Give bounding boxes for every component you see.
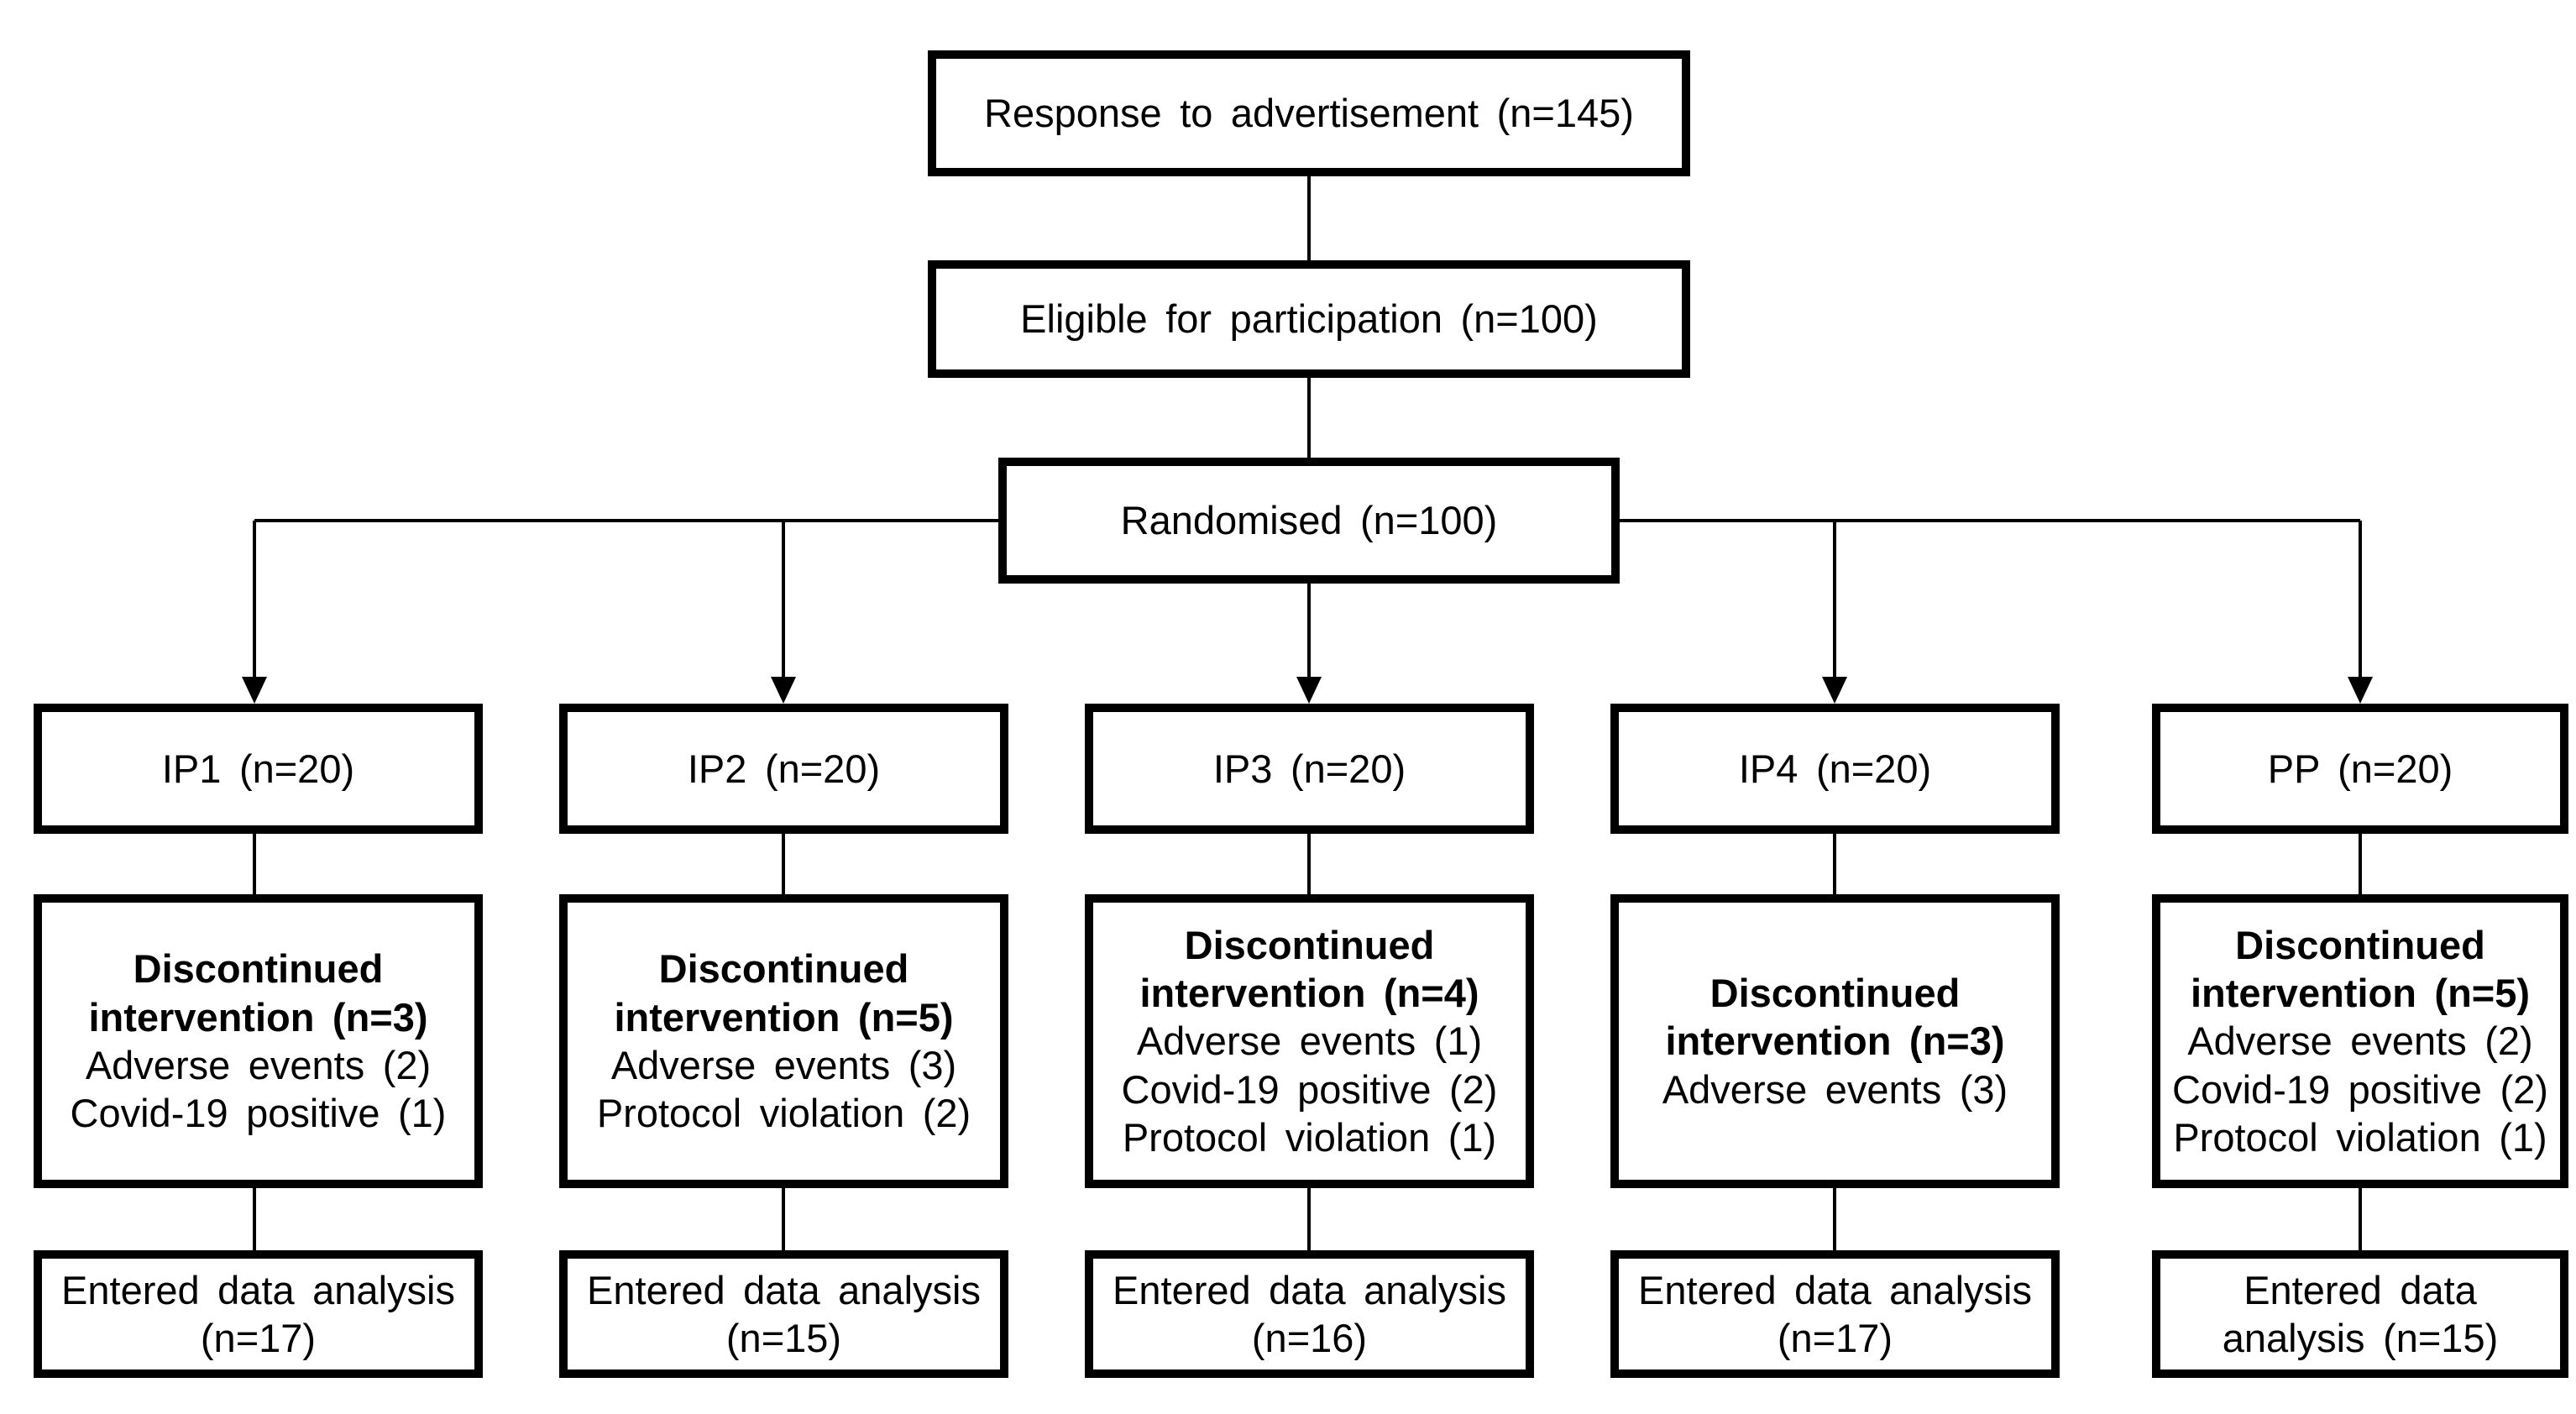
box-eligible-for-participation: Eligible for participation (n=100) [928,260,1690,378]
analysis-pp-label: Entered data analysis (n=15) [2222,1267,2499,1360]
discontinued-ip1-reason: Adverse events (2) [85,1043,432,1087]
discontinued-ip2-reason: Protocol violation (2) [596,1091,971,1136]
box-analysis-pp: Entered data analysis (n=15) [2152,1250,2568,1378]
discontinued-pp-reason: Protocol violation (1) [2173,1114,2547,1160]
box-eligible-label: Eligible for participation (n=100) [1020,296,1598,342]
box-randomised-label: Randomised (n=100) [1120,498,1498,543]
box-discontinued-ip4: Discontinued intervention (n=3) Adverse … [1610,894,2060,1188]
box-analysis-ip3: Entered data analysis (n=16) [1085,1250,1534,1378]
group-ip1-label: IP1 (n=20) [161,746,355,791]
discontinued-ip3-reason: Adverse events (1) [1136,1019,1483,1064]
box-response-to-advertisement: Response to advertisement (n=145) [928,50,1690,176]
group-ip4-label: IP4 (n=20) [1738,746,1932,791]
discontinued-ip1-title: Discontinued intervention (n=3) [88,946,428,1040]
discontinued-ip3-title: Discontinued intervention (n=4) [1139,922,1479,1015]
discontinued-pp-title: Discontinued intervention (n=5) [2190,922,2531,1015]
discontinued-ip4-reason: Adverse events (3) [1662,1066,2008,1112]
box-analysis-ip2: Entered data analysis (n=15) [559,1250,1008,1378]
analysis-ip2-label: Entered data analysis (n=15) [587,1267,981,1360]
arrowhead-ip1 [242,677,267,704]
analysis-ip1-label: Entered data analysis (n=17) [61,1267,455,1360]
box-analysis-ip1: Entered data analysis (n=17) [34,1250,483,1378]
box-analysis-ip4: Entered data analysis (n=17) [1610,1250,2060,1378]
box-discontinued-ip2: Discontinued intervention (n=5) Adverse … [559,894,1008,1188]
analysis-ip3-label: Entered data analysis (n=16) [1113,1267,1506,1360]
discontinued-ip2-title: Discontinued intervention (n=5) [614,946,954,1040]
arrowhead-pp [2348,677,2373,704]
box-discontinued-pp: Discontinued intervention (n=5) Adverse … [2152,894,2568,1188]
arrowhead-ip3 [1296,677,1322,704]
discontinued-ip3-reason: Covid-19 positive (2) [1121,1066,1498,1112]
discontinued-ip3-reason: Protocol violation (1) [1122,1114,1497,1160]
box-group-ip2: IP2 (n=20) [559,704,1008,834]
box-discontinued-ip3: Discontinued intervention (n=4) Adverse … [1085,894,1534,1188]
discontinued-ip2-reason: Adverse events (3) [610,1043,957,1087]
discontinued-ip4-title: Discontinued intervention (n=3) [1665,971,2005,1064]
discontinued-pp-reason: Adverse events (2) [2187,1019,2533,1064]
group-pp-label: PP (n=20) [2267,746,2453,791]
box-response-label: Response to advertisement (n=145) [984,91,1634,136]
box-randomised: Randomised (n=100) [998,458,1620,584]
discontinued-ip1-reason: Covid-19 positive (1) [70,1091,447,1136]
arrowhead-ip2 [771,677,796,704]
group-ip2-label: IP2 (n=20) [687,746,881,791]
box-discontinued-ip1: Discontinued intervention (n=3) Adverse … [34,894,483,1188]
group-ip3-label: IP3 (n=20) [1212,746,1406,791]
box-group-pp: PP (n=20) [2152,704,2568,834]
box-group-ip3: IP3 (n=20) [1085,704,1534,834]
box-group-ip1: IP1 (n=20) [34,704,483,834]
analysis-ip4-label: Entered data analysis (n=17) [1638,1267,2032,1360]
box-group-ip4: IP4 (n=20) [1610,704,2060,834]
arrowhead-ip4 [1822,677,1847,704]
discontinued-pp-reason: Covid-19 positive (2) [2172,1066,2548,1112]
